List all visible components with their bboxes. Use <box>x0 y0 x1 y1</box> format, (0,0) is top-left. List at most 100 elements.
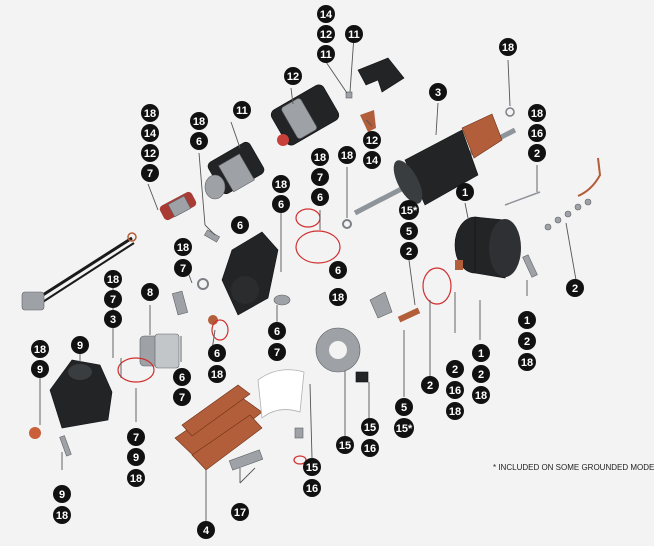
svg-text:9: 9 <box>77 340 83 352</box>
callout: 18 <box>174 238 192 256</box>
footnote: * INCLUDED ON SOME GROUNDED MODELS <box>493 463 654 472</box>
callout: 18 <box>141 104 159 122</box>
callout: 15 <box>303 458 321 476</box>
svg-text:11: 11 <box>320 49 332 61</box>
pole-shoe-part <box>228 449 264 471</box>
callout: 9 <box>127 448 145 466</box>
svg-text:6: 6 <box>214 348 220 360</box>
callout: 18 <box>311 148 329 166</box>
svg-text:2: 2 <box>478 369 484 381</box>
armature-part <box>353 113 517 216</box>
callout: 16 <box>528 124 546 142</box>
svg-text:18: 18 <box>275 179 287 191</box>
svg-text:6: 6 <box>179 372 185 384</box>
callout: 18 <box>329 288 347 306</box>
svg-text:2: 2 <box>452 364 458 376</box>
callout: 18 <box>208 365 226 383</box>
callout: 14 <box>141 124 159 142</box>
svg-text:18: 18 <box>449 406 461 418</box>
solenoid-body-part <box>204 141 265 200</box>
svg-text:9: 9 <box>37 364 43 376</box>
callout: 17 <box>231 503 249 521</box>
svg-text:11: 11 <box>348 29 360 41</box>
svg-text:7: 7 <box>317 172 323 184</box>
parts-illustrations <box>21 57 602 471</box>
svg-text:18: 18 <box>502 42 514 54</box>
svg-text:18: 18 <box>475 390 487 402</box>
svg-text:12: 12 <box>287 71 299 83</box>
callout: 6 <box>272 195 290 213</box>
o-rings <box>117 208 452 465</box>
svg-text:3: 3 <box>110 314 116 326</box>
callout: 12 <box>284 67 302 85</box>
callout: 12 <box>141 144 159 162</box>
callout: 18 <box>31 340 49 358</box>
brush-plate-part <box>315 327 361 373</box>
brush-holder-part <box>369 291 421 323</box>
callout: 18 <box>338 146 356 164</box>
callout: 16 <box>361 439 379 457</box>
callout: 1 <box>518 311 536 329</box>
svg-text:12: 12 <box>366 135 378 147</box>
svg-text:18: 18 <box>130 473 142 485</box>
callout: 14 <box>363 151 381 169</box>
svg-text:18: 18 <box>34 344 46 356</box>
callout: 7 <box>174 259 192 277</box>
svg-text:18: 18 <box>56 510 68 522</box>
callout: 6 <box>268 322 286 340</box>
svg-text:18: 18 <box>521 357 533 369</box>
hardware-part <box>29 91 592 457</box>
svg-text:15: 15 <box>339 440 351 452</box>
callout: 5 <box>395 398 413 416</box>
svg-text:18: 18 <box>211 369 223 381</box>
drive-part <box>139 333 180 369</box>
callout: 16 <box>303 479 321 497</box>
svg-text:5: 5 <box>406 226 412 238</box>
callout: 4 <box>197 521 215 539</box>
callout: 18 <box>127 469 145 487</box>
nose-housing-part <box>49 359 113 429</box>
svg-text:18: 18 <box>144 108 156 120</box>
svg-text:2: 2 <box>572 283 578 295</box>
callout: 11 <box>345 25 363 43</box>
callout: 6 <box>173 368 191 386</box>
svg-text:18: 18 <box>332 292 344 304</box>
svg-text:4: 4 <box>203 525 210 537</box>
svg-text:17: 17 <box>234 507 246 519</box>
callout: 6 <box>311 188 329 206</box>
callout: 2 <box>421 376 439 394</box>
callout: 2 <box>400 242 418 260</box>
callout: 6 <box>329 261 347 279</box>
callout: 7 <box>311 168 329 186</box>
svg-text:7: 7 <box>274 347 280 359</box>
callout: 14 <box>317 5 335 23</box>
svg-text:7: 7 <box>147 168 153 180</box>
terminal-wire-part <box>504 157 602 206</box>
svg-text:18: 18 <box>314 152 326 164</box>
svg-text:6: 6 <box>317 192 323 204</box>
svg-text:7: 7 <box>180 263 186 275</box>
callout: 18 <box>472 386 490 404</box>
callout: 6 <box>190 132 208 150</box>
callout: 9 <box>31 360 49 378</box>
callout: 18 <box>446 402 464 420</box>
svg-text:18: 18 <box>531 108 543 120</box>
svg-text:9: 9 <box>133 452 139 464</box>
callout: 18 <box>53 506 71 524</box>
insulator-band-part <box>257 369 305 419</box>
callout: 18 <box>499 38 517 56</box>
callout: 11 <box>233 101 251 119</box>
svg-text:18: 18 <box>107 274 119 286</box>
svg-text:6: 6 <box>237 220 243 232</box>
svg-text:16: 16 <box>449 385 461 397</box>
callout: 15* <box>399 200 419 220</box>
svg-text:9: 9 <box>59 489 65 501</box>
callout: 18 <box>518 353 536 371</box>
callout: 8 <box>141 283 159 301</box>
callout: 18 <box>528 104 546 122</box>
svg-text:12: 12 <box>320 29 332 41</box>
callout: 2 <box>518 332 536 350</box>
callout: 3 <box>429 83 447 101</box>
svg-text:15: 15 <box>364 422 376 434</box>
